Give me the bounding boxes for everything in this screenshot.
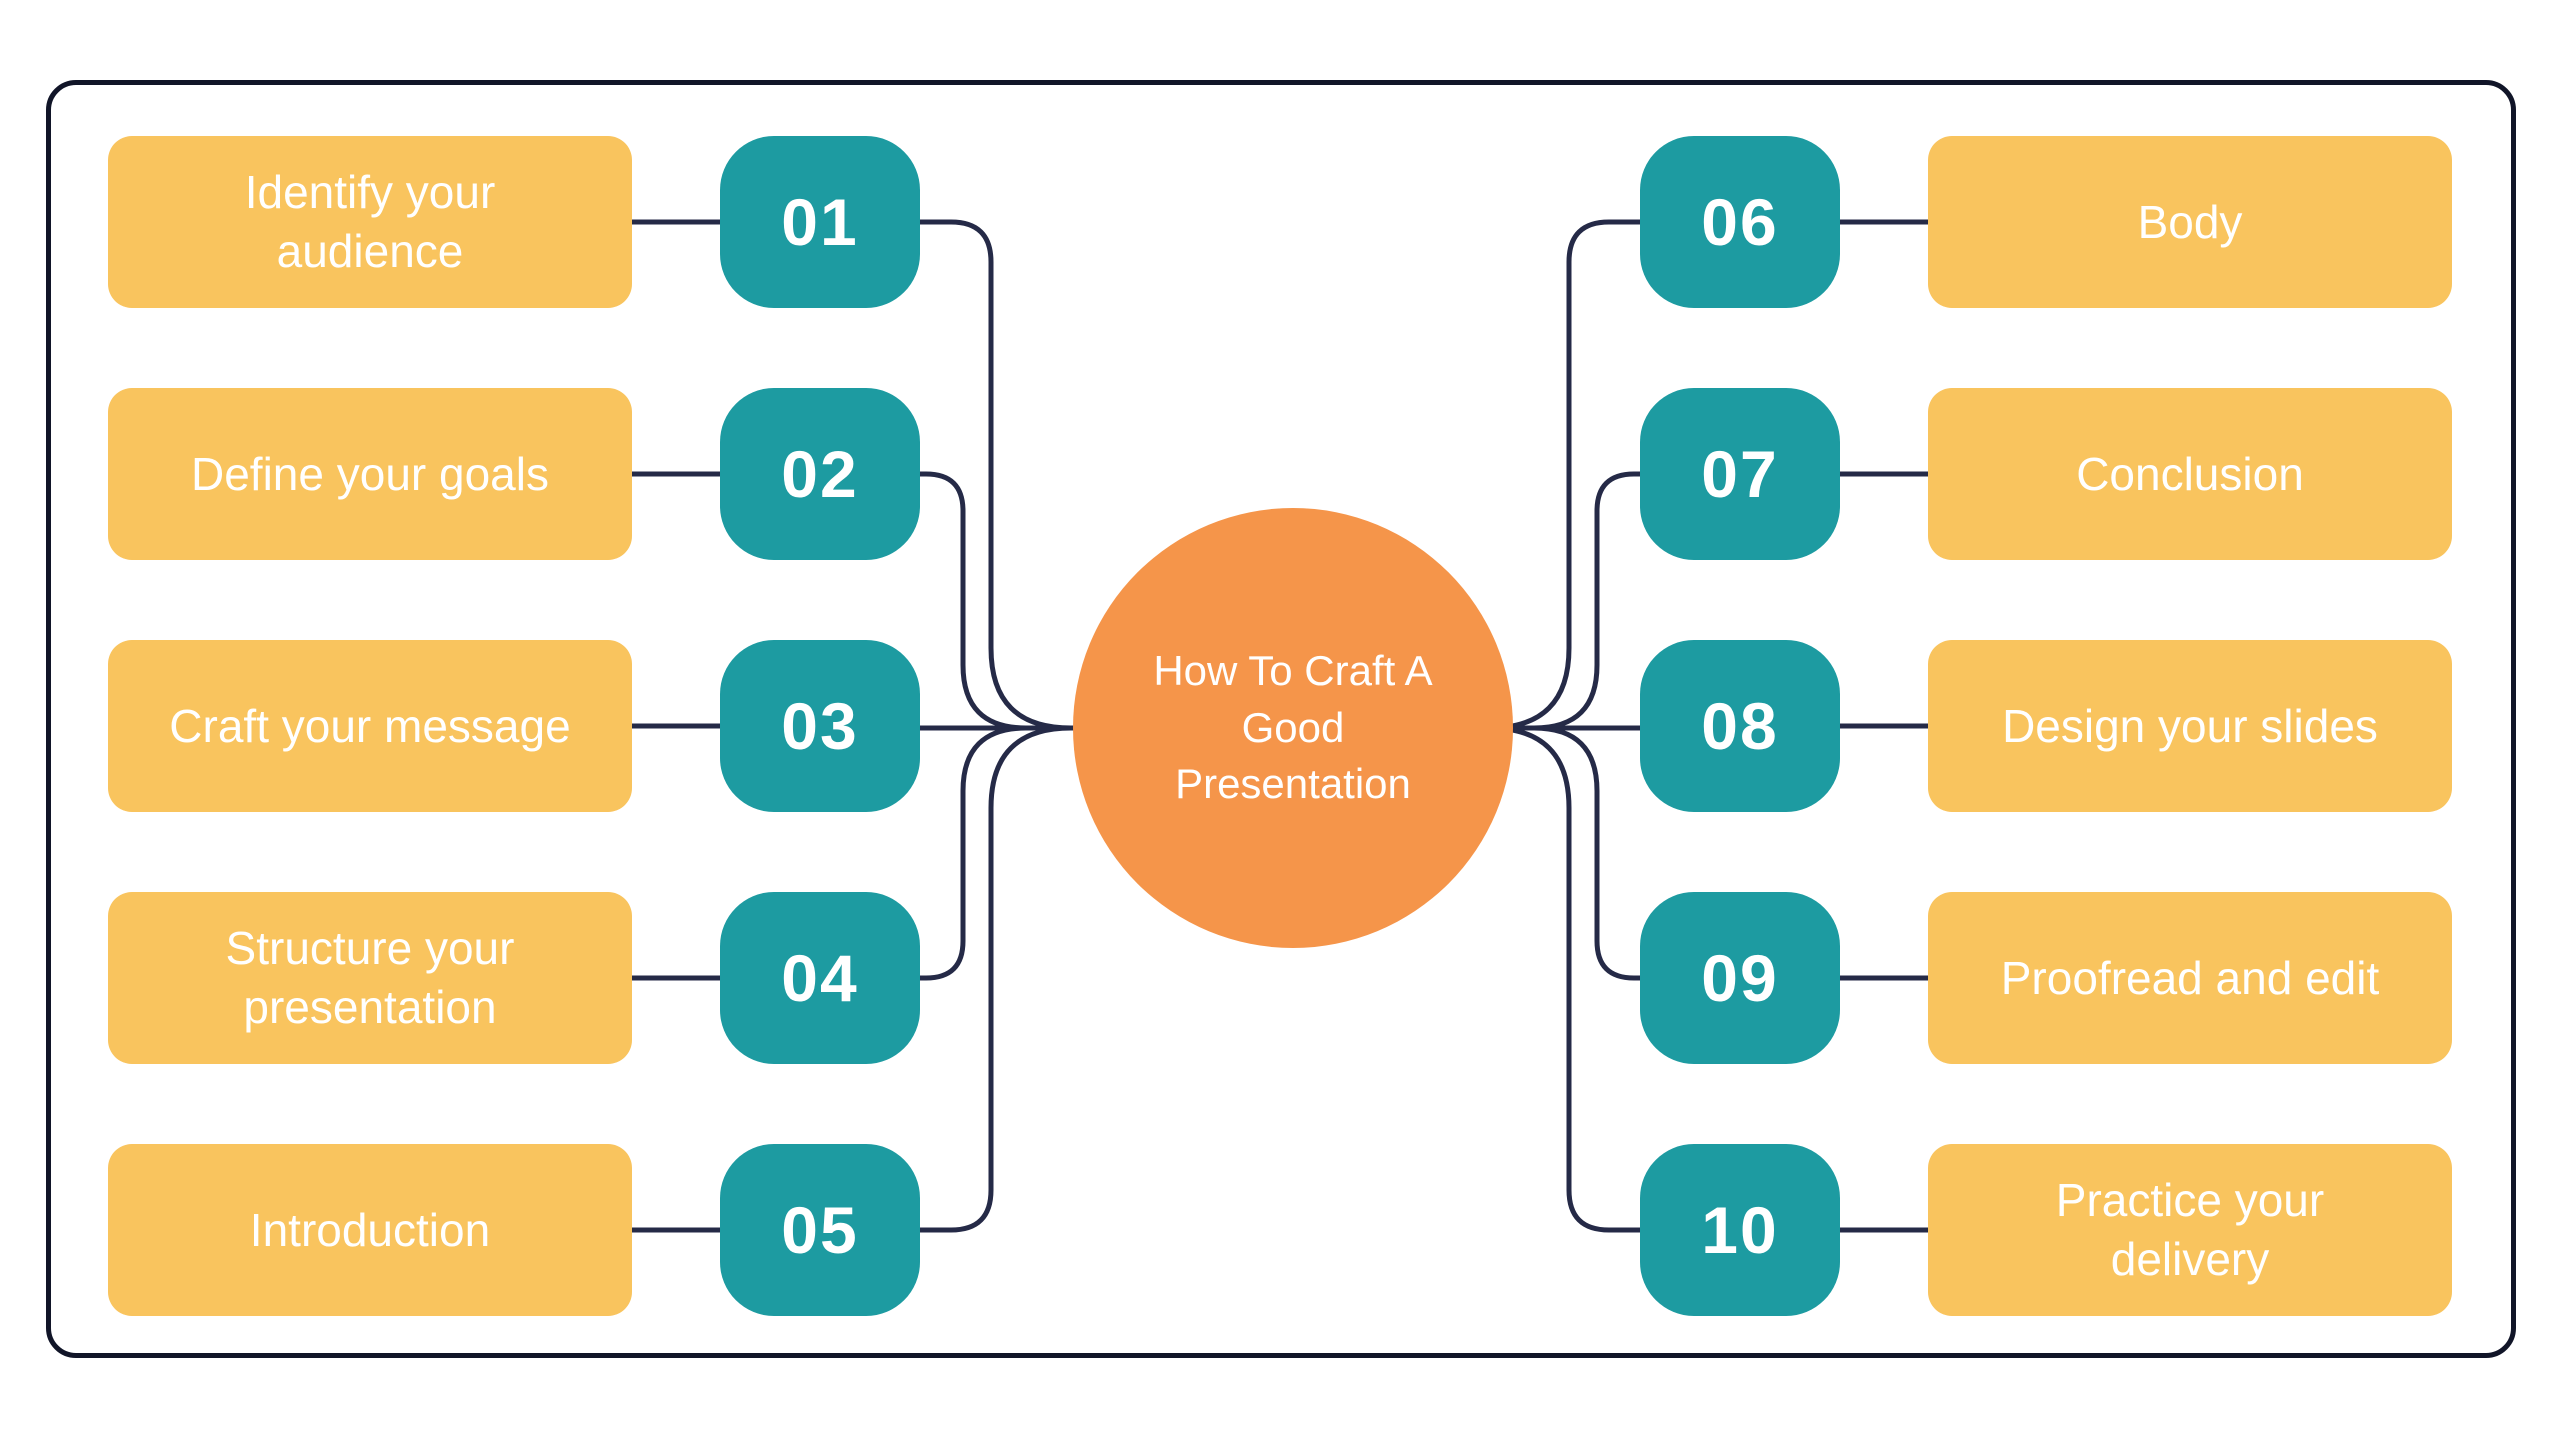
connector-07-center	[1480, 471, 1640, 731]
connector-05-center	[920, 725, 1080, 1233]
step-label: Design your slides	[2002, 699, 2378, 752]
step-number-box-10: 10	[1640, 1144, 1840, 1316]
center-title-line-2: Good	[1241, 703, 1345, 751]
step-label: Conclusion	[2076, 447, 2304, 500]
center-title-line-1: How To Craft A	[1153, 646, 1433, 694]
step-label: Craft your message	[169, 699, 571, 752]
step-label: Define your goals	[191, 447, 549, 500]
step-number-box-08: 08	[1640, 640, 1840, 812]
step-label: Practice your delivery	[2055, 1174, 2325, 1285]
step-number: 06	[1701, 185, 1779, 259]
connector-04-center	[920, 725, 1080, 981]
step-label-box-03: Craft your message	[108, 640, 632, 812]
step-label-box-01: Identify your audience	[108, 136, 632, 308]
step-number-box-07: 07	[1640, 388, 1840, 560]
step-number-box-04: 04	[720, 892, 920, 1064]
connector-10-center	[1480, 725, 1640, 1233]
step-label-box-09: Proofread and edit	[1928, 892, 2452, 1064]
step-number-box-01: 01	[720, 136, 920, 308]
step-label: Structure your presentation	[225, 922, 515, 1033]
step-number: 10	[1701, 1193, 1779, 1267]
step-number-box-06: 06	[1640, 136, 1840, 308]
center-title-line-3: Presentation	[1175, 760, 1411, 808]
step-label: Body	[2137, 195, 2243, 248]
step-label-box-02: Define your goals	[108, 388, 632, 560]
step-number-box-03: 03	[720, 640, 920, 812]
step-label-box-10: Practice your delivery	[1928, 1144, 2452, 1316]
step-number-box-02: 02	[720, 388, 920, 560]
step-number: 09	[1701, 941, 1779, 1015]
step-number: 05	[781, 1193, 859, 1267]
step-label-box-05: Introduction	[108, 1144, 632, 1316]
step-label-box-08: Design your slides	[1928, 640, 2452, 812]
step-number-box-05: 05	[720, 1144, 920, 1316]
step-label: Identify your audience	[244, 166, 496, 277]
center-topic-circle: How To Craft A Good Presentation	[1073, 508, 1513, 948]
step-number: 03	[781, 689, 859, 763]
step-label: Proofread and edit	[2000, 951, 2380, 1004]
diagram-frame	[46, 80, 2516, 1358]
step-number: 04	[781, 941, 859, 1015]
step-number: 01	[781, 185, 859, 259]
connector-09-center	[1480, 725, 1640, 981]
step-number: 07	[1701, 437, 1779, 511]
step-label-box-06: Body	[1928, 136, 2452, 308]
step-label-box-07: Conclusion	[1928, 388, 2452, 560]
step-label: Introduction	[249, 1203, 491, 1256]
step-label-box-04: Structure your presentation	[108, 892, 632, 1064]
connector-02-center	[920, 471, 1080, 731]
step-number: 02	[781, 437, 859, 511]
connector-01-center	[920, 219, 1080, 731]
connector-06-center	[1480, 219, 1640, 731]
step-number: 08	[1701, 689, 1779, 763]
step-number-box-09: 09	[1640, 892, 1840, 1064]
